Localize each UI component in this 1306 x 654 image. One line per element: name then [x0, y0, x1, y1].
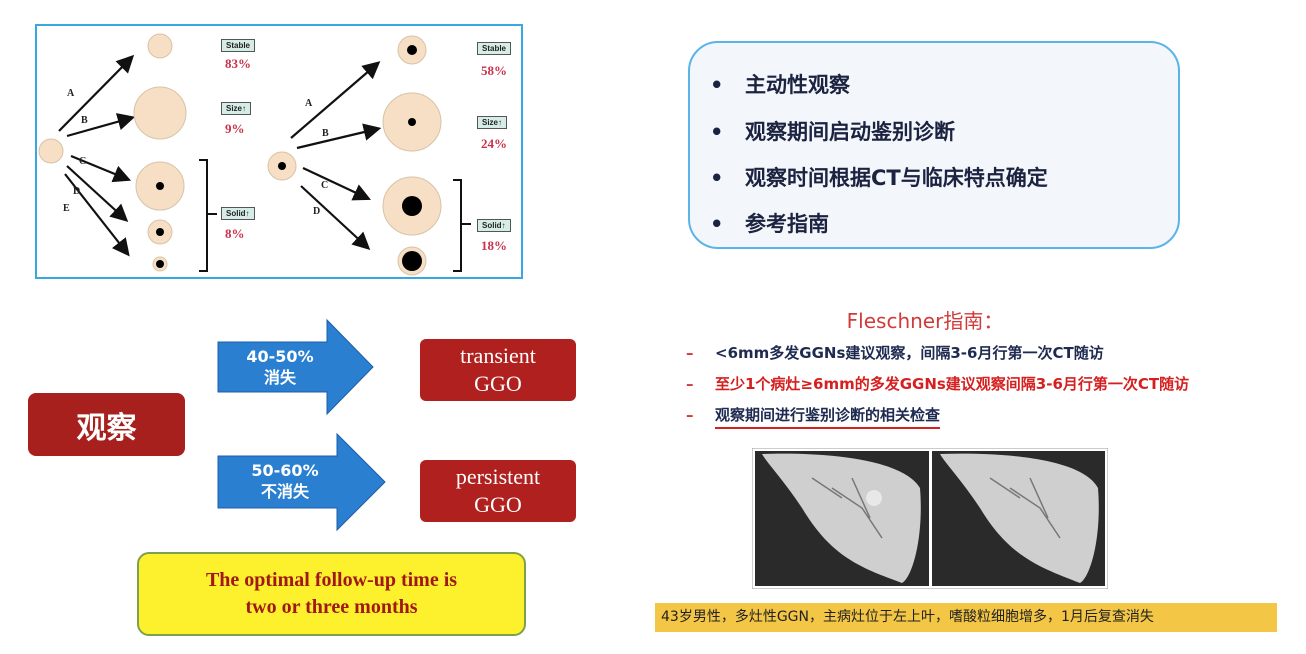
svg-text:C: C	[321, 180, 328, 191]
svg-text:D: D	[73, 186, 80, 197]
bullet-item: •参考指南	[710, 212, 829, 236]
tag-stable: Stable	[221, 39, 256, 52]
bullet-item: •主动性观察	[710, 73, 850, 97]
pct: 8%	[225, 226, 245, 241]
tag-solid: Solid↑	[221, 207, 255, 220]
arrow-disappear	[217, 318, 374, 416]
pct: 83%	[225, 56, 251, 71]
diagram-graphic: A B C D E A B C D	[38, 33, 471, 276]
observe-box: 观察	[28, 393, 185, 456]
nodule-evolution-diagram: A B C D E A B C D Stable 83% Size↑ 9% Solid↑…	[35, 24, 523, 279]
arrow2-text: 50-60%不消失	[251, 461, 319, 501]
svg-text:D: D	[313, 206, 320, 217]
summary-box: •主动性观察 •观察期间启动鉴别诊断 •观察时间根据CT与临床特点确定 •参考指…	[688, 41, 1180, 249]
flow-arrows	[217, 318, 386, 532]
guide-item: –观察期间进行鉴别诊断的相关检查	[686, 404, 941, 429]
svg-text:A: A	[305, 98, 313, 109]
guide-item: –<6mm多发GGNs建议观察，间隔3-6月行第一次CT随访	[686, 344, 1104, 362]
svg-text:C: C	[79, 156, 86, 167]
tag-solid: Solid↑	[477, 219, 511, 232]
svg-text:A: A	[67, 88, 75, 99]
pct: 24%	[481, 136, 507, 151]
case-caption: 43岁男性，多灶性GGN，主病灶位于左上叶，嗜酸粒细胞增多，1月后复查消失	[655, 603, 1277, 632]
pct: 18%	[481, 238, 507, 253]
svg-text:B: B	[322, 128, 329, 139]
guide-item: –至少1个病灶≥6mm的多发GGNs建议观察间隔3-6月行第一次CT随访	[686, 375, 1190, 393]
pct: 9%	[225, 121, 245, 136]
tag-size: Size↑	[221, 102, 252, 115]
arrow-persist	[217, 432, 386, 532]
svg-text:B: B	[81, 115, 88, 126]
ct-scan-image	[752, 448, 1108, 589]
svg-text:E: E	[63, 203, 70, 214]
bullet-item: •观察时间根据CT与临床特点确定	[710, 166, 1048, 190]
arrow1-text: 40-50%消失	[246, 347, 314, 387]
tag-size: Size↑	[477, 116, 508, 129]
guide-title: Fleschner指南：	[846, 309, 1004, 333]
bullet-item: •观察期间启动鉴别诊断	[710, 120, 955, 144]
tag-stable: Stable	[477, 42, 512, 55]
pct: 58%	[481, 63, 507, 78]
